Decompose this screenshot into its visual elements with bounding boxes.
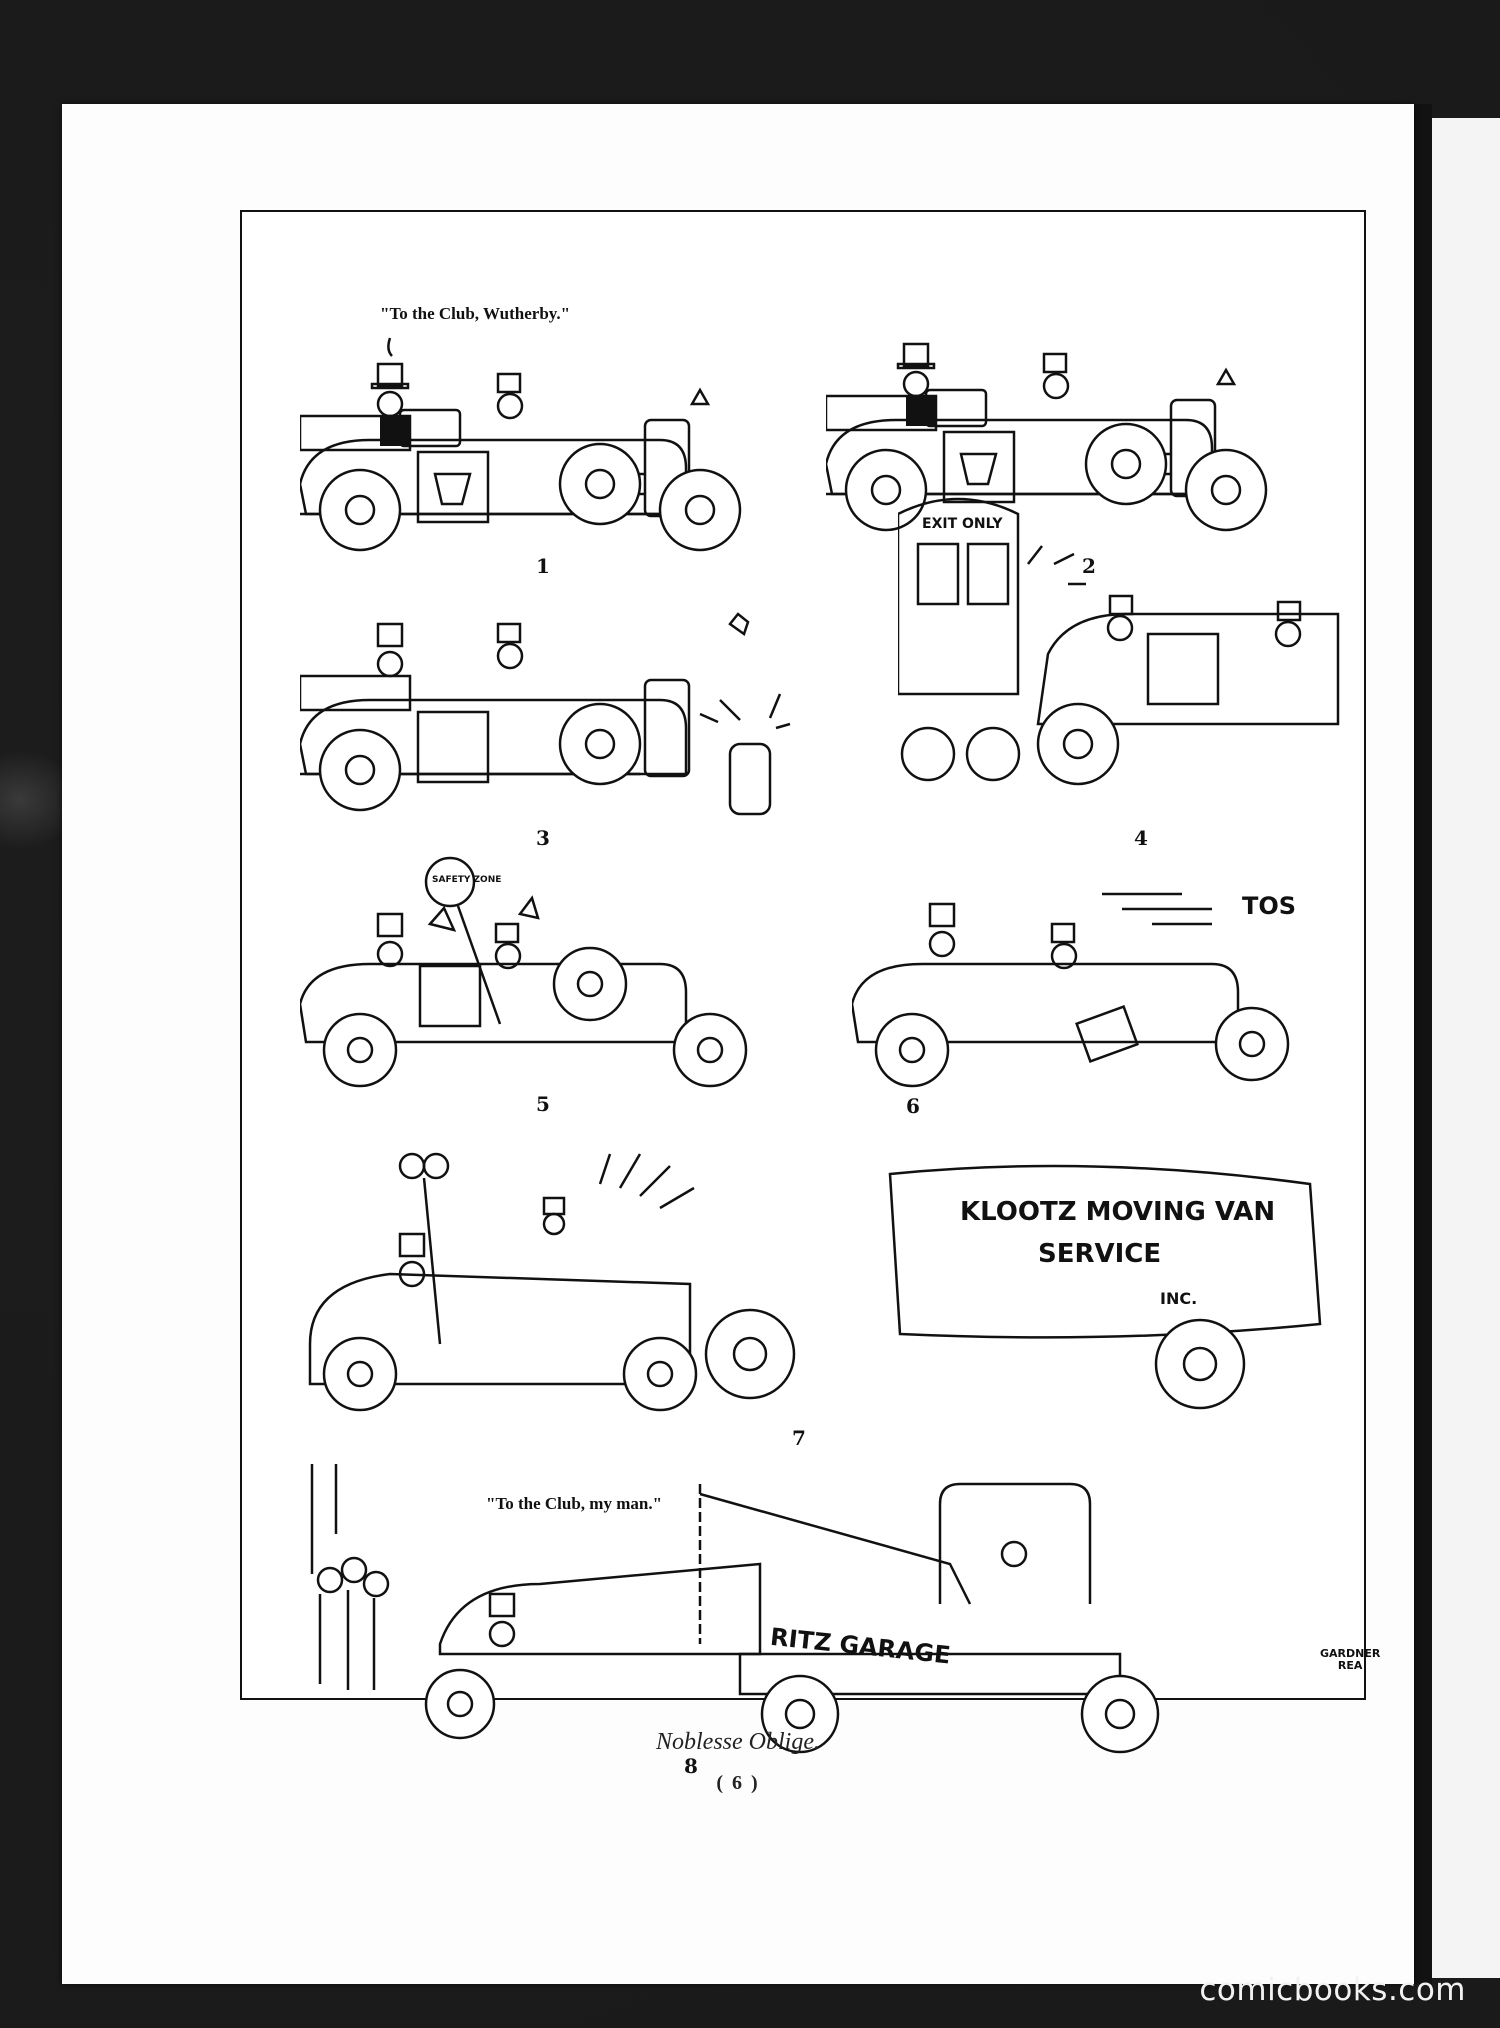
panel-number-3: 3 bbox=[536, 826, 550, 850]
panel-number-2: 2 bbox=[1082, 554, 1096, 578]
tos-text: TOS bbox=[1242, 892, 1296, 920]
signature-line-1: GARDNER bbox=[1320, 1647, 1381, 1660]
exit-only-sign: EXIT ONLY bbox=[922, 516, 1003, 532]
watermark: comicbooks.com bbox=[1199, 1972, 1466, 2008]
van-lettering: KLOOTZ MOVING VAN SERVICE INC. bbox=[960, 1197, 1275, 1308]
limousine-hydrant-drawing-3 bbox=[300, 612, 791, 816]
magazine-page: "To the Club, Wutherby." bbox=[62, 104, 1414, 1984]
panel-number-4: 4 bbox=[1134, 826, 1148, 850]
speech-balloon-8: "To the Club, my man." bbox=[486, 1494, 663, 1513]
van-line-1: KLOOTZ MOVING VAN bbox=[960, 1197, 1275, 1227]
cartoon-caption: Noblesse Oblige. bbox=[656, 1729, 820, 1755]
panel-1: "To the Club, Wutherby." bbox=[300, 304, 800, 578]
panel-number-6: 6 bbox=[906, 1094, 920, 1118]
speech-balloon-1: "To the Club, Wutherby." bbox=[380, 304, 571, 323]
moving-van-crash-drawing-7: KLOOTZ MOVING VAN SERVICE INC. bbox=[308, 1152, 1322, 1412]
comic-border bbox=[240, 210, 1366, 1700]
panel-number-5: 5 bbox=[536, 1092, 550, 1116]
van-line-3: INC. bbox=[1160, 1289, 1197, 1308]
panel-3: 3 bbox=[300, 604, 820, 854]
panel-number-1: 1 bbox=[536, 554, 550, 578]
panel-8: "To the Club, my man." RITZ GARAGE 8 bbox=[300, 1464, 1360, 1784]
panel-7: KLOOTZ MOVING VAN SERVICE INC. 7 bbox=[300, 1144, 1360, 1450]
tow-truck-drawing-8: RITZ GARAGE bbox=[310, 1464, 1160, 1754]
wrecked-limousine-drawing-5: SAFETY ZONE bbox=[300, 856, 748, 1088]
ritz-garage-sign: RITZ GARAGE bbox=[769, 1623, 952, 1670]
safety-zone-sign: SAFETY ZONE bbox=[432, 875, 501, 885]
streetcar-collision-drawing-4: EXIT ONLY bbox=[898, 497, 1340, 786]
panel-4: EXIT ONLY 4 bbox=[898, 484, 1358, 854]
signature-line-2: REA bbox=[1337, 1659, 1363, 1672]
panel-number-8: 8 bbox=[684, 1754, 698, 1778]
limousine-drawing-1 bbox=[300, 337, 742, 552]
panel-6: TOS 6 bbox=[852, 864, 1352, 1118]
panel-5: SAFETY ZONE 5 bbox=[300, 854, 820, 1116]
page-gutter bbox=[1414, 104, 1432, 1984]
page-number: ( 6 ) bbox=[716, 1772, 760, 1794]
van-line-2: SERVICE bbox=[1038, 1239, 1161, 1269]
facing-page-edge bbox=[1432, 118, 1500, 1978]
fleeing-chauffeur-drawing-6: TOS bbox=[852, 892, 1296, 1088]
panel-number-7: 7 bbox=[792, 1426, 806, 1450]
artist-signature: GARDNER REA bbox=[1320, 1648, 1380, 1672]
